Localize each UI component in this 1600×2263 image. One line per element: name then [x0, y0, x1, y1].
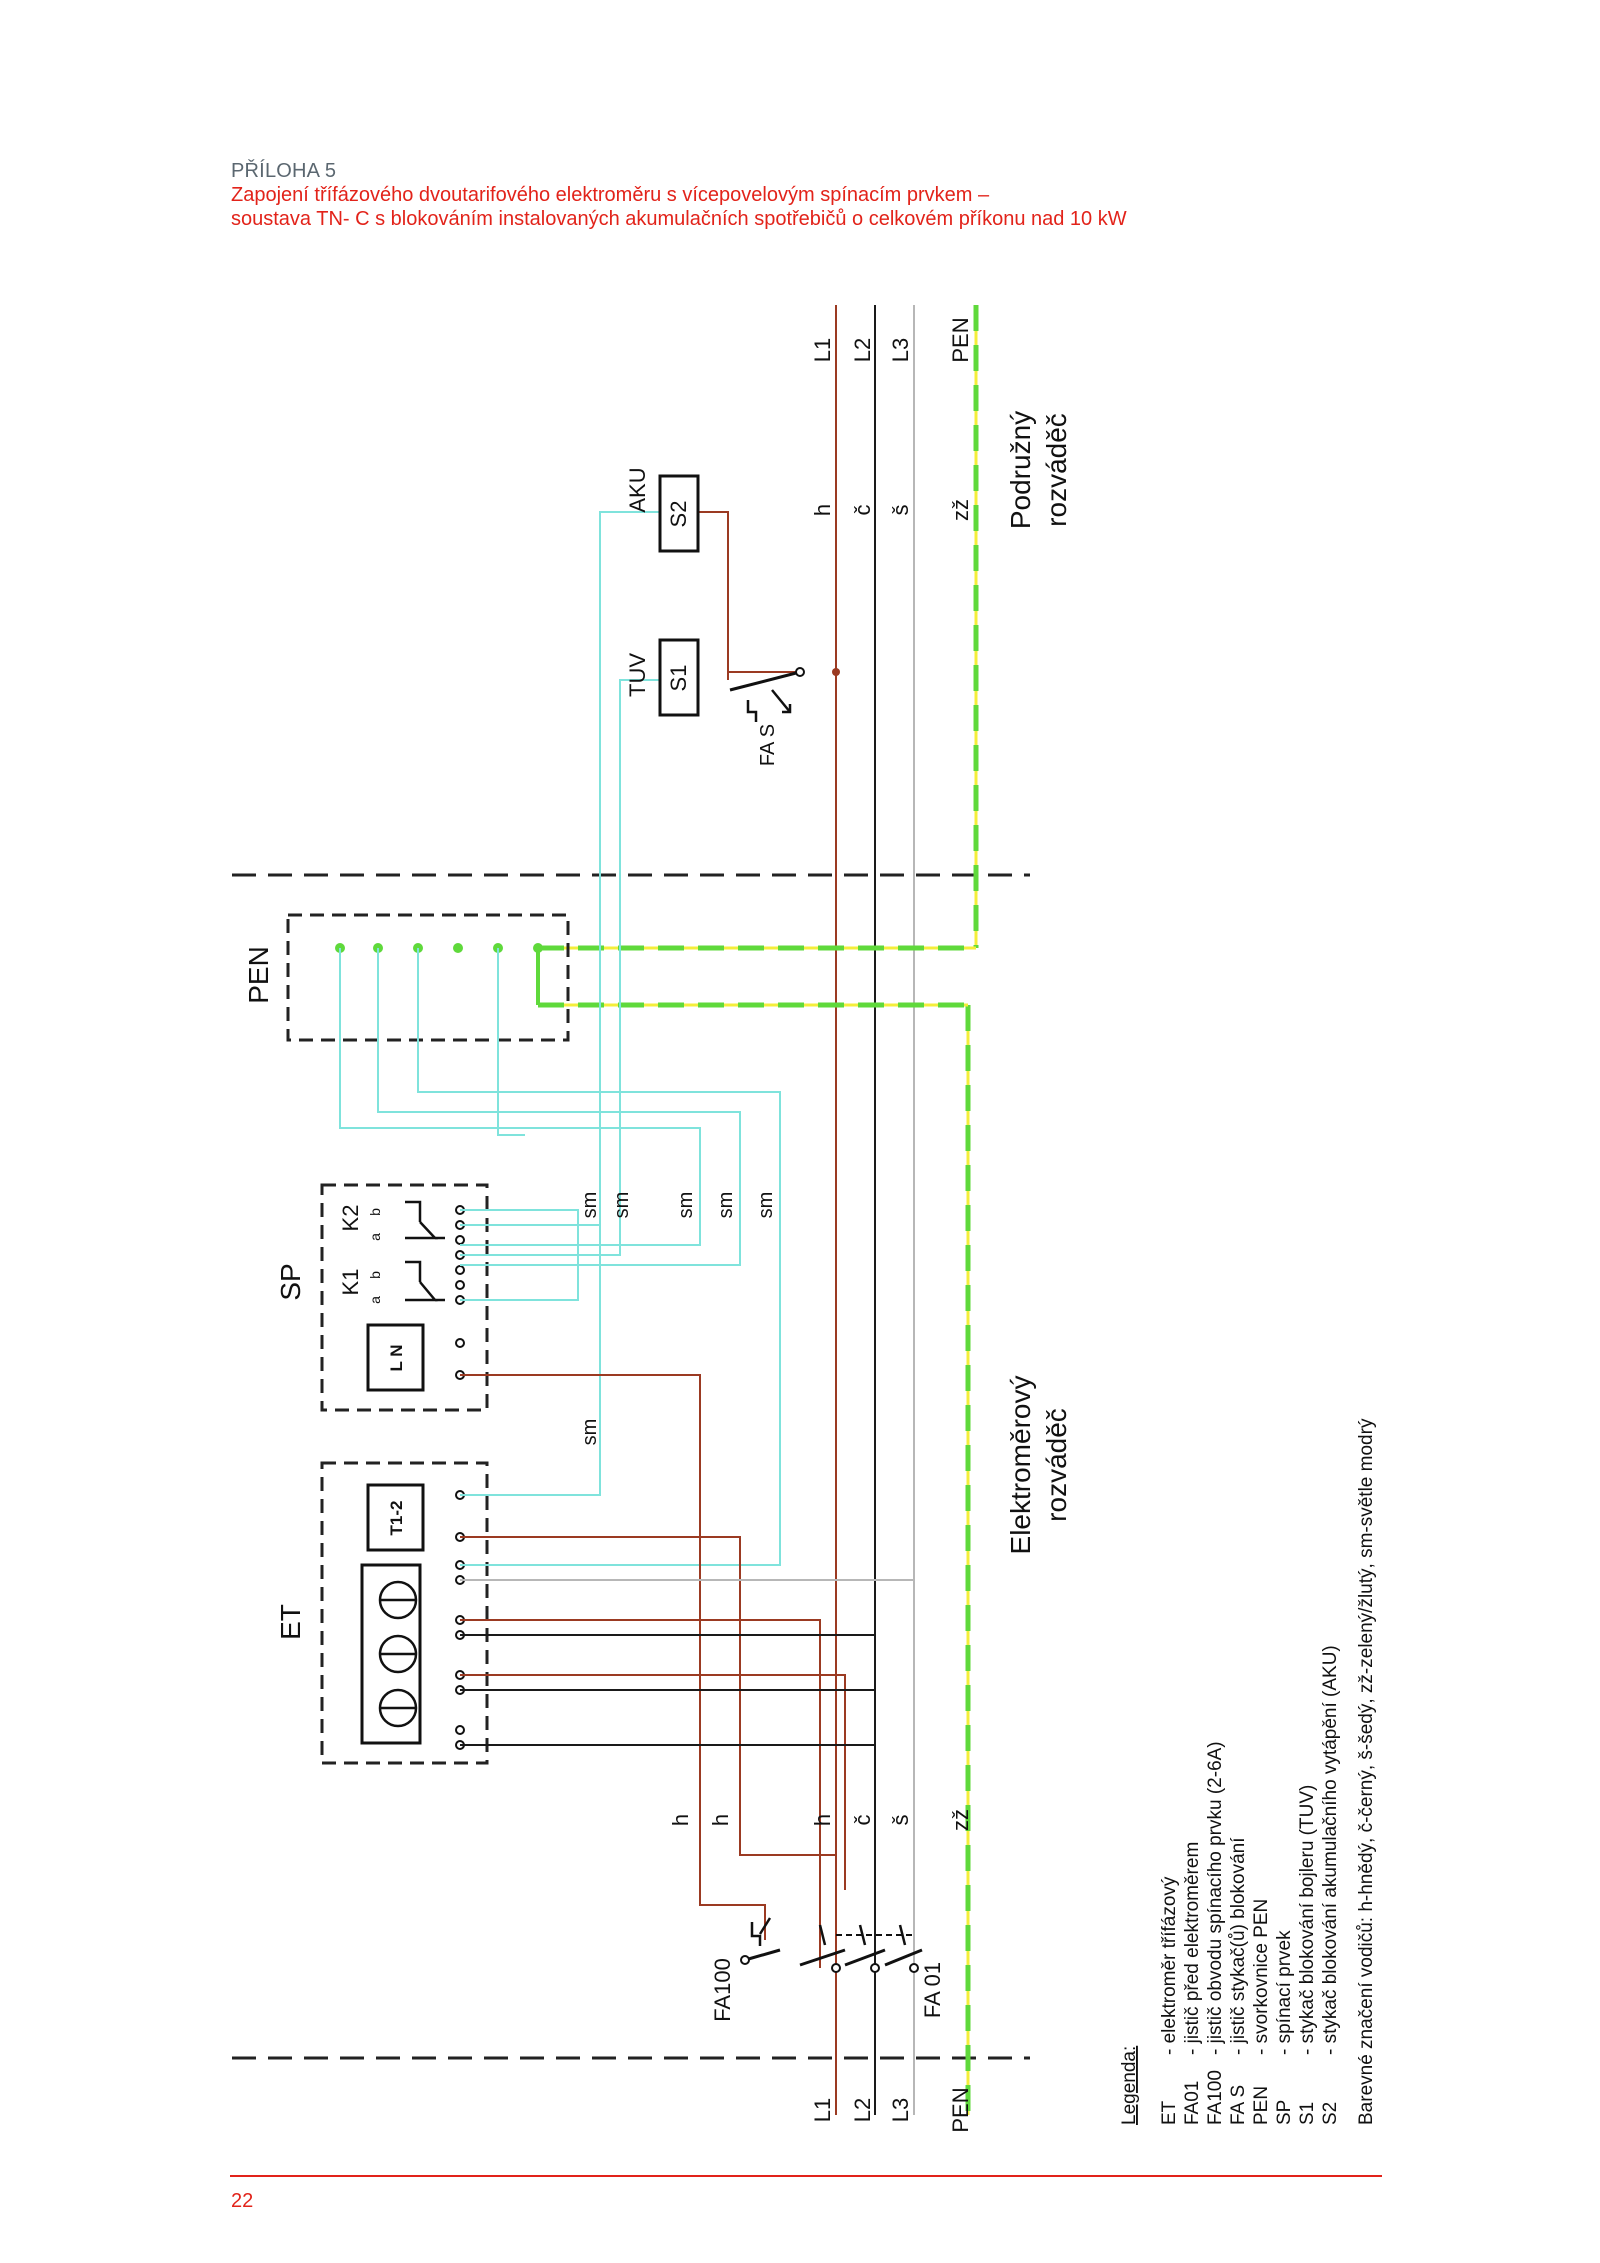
svg-text:SP: SP	[1274, 2100, 1295, 2125]
t12-relay-rect	[366, 1483, 425, 1552]
pen-box-label: PEN	[243, 946, 274, 1004]
contact-symbols	[405, 1200, 445, 1302]
svg-text:S1: S1	[1297, 2102, 1318, 2125]
k2-label: K2	[338, 1205, 363, 1232]
fas-breaker-symbol	[729, 667, 805, 722]
svg-text:sm: sm	[755, 1192, 777, 1219]
svg-text:L2: L2	[850, 2098, 875, 2122]
fa01-label: FA 01	[920, 1962, 945, 2018]
k1-label: K1	[338, 1269, 363, 1296]
fa100-breaker-symbol	[740, 1917, 781, 1965]
svg-text:sm: sm	[715, 1192, 737, 1219]
wire-codes-left: h h h č š zž	[668, 1809, 973, 1831]
svg-text:FA01: FA01	[1182, 2081, 1203, 2125]
svg-text:L1: L1	[810, 2098, 835, 2122]
page-number: 22	[231, 2190, 254, 2212]
svg-text:- stykač blokování akumulačníh: - stykač blokování akumulačního vytápění…	[1320, 1645, 1341, 2055]
svg-text:FA S: FA S	[1228, 2085, 1249, 2125]
svg-text:- elektroměr třífázový: - elektroměr třífázový	[1159, 1876, 1180, 2055]
fa100-label: FA100	[710, 1958, 735, 2022]
black-wires	[460, 1634, 875, 1746]
svg-text:FA100: FA100	[1205, 2070, 1226, 2125]
ln-label: L N	[387, 1344, 406, 1371]
legend: Legenda: ET - elektroměr třífázový FA01 …	[1119, 1418, 1377, 2125]
svg-text:- spínací prvek: - spínací prvek	[1274, 1930, 1295, 2055]
svg-text:b: b	[367, 1271, 383, 1279]
svg-text:PEN: PEN	[1251, 2086, 1272, 2125]
et-label: ET	[275, 1604, 306, 1640]
svg-text:- stykač blokování bojleru (TU: - stykač blokování bojleru (TUV)	[1297, 1785, 1318, 2055]
fas-label: FA S	[757, 724, 779, 766]
sm-labels: sm sm sm sm sm sm	[579, 1192, 777, 1446]
sp-switch-box	[320, 1183, 489, 1412]
color-note: Barevné značení vodičů: h-hnědý, č-černý…	[1356, 1418, 1377, 2125]
podruzny-label-2: rozváděč	[1041, 413, 1072, 527]
svg-text:sm: sm	[675, 1192, 697, 1219]
svg-text:S2: S2	[1320, 2102, 1341, 2125]
title-line-2: soustava TN- C s blokováním instalovanýc…	[231, 208, 1127, 230]
pen-terminal-dots	[335, 943, 543, 953]
svg-text:L2: L2	[850, 338, 875, 362]
meter-inner-rect	[360, 1563, 422, 1745]
s2-label: S2	[666, 501, 691, 528]
t12-label: T1-2	[387, 1501, 406, 1536]
svg-text:č: č	[850, 505, 875, 516]
light-blue-wires	[339, 511, 781, 1581]
phase-labels-right: L1 L2 L3 PEN	[810, 317, 973, 362]
sp-label: SP	[275, 1263, 306, 1300]
svg-text:ET: ET	[1159, 2100, 1180, 2125]
title-line-1: Zapojení třífázového dvoutarifového elek…	[231, 184, 990, 206]
svg-text:zž: zž	[948, 499, 973, 521]
svg-text:h: h	[668, 1814, 693, 1826]
s2-contactor-rect	[658, 474, 700, 553]
bus-pen	[536, 305, 979, 2115]
aku-label: AKU	[625, 467, 650, 512]
svg-text:h: h	[810, 504, 835, 516]
svg-text:PEN: PEN	[948, 317, 973, 362]
tuv-label: TUV	[625, 653, 650, 697]
svg-text:sm: sm	[579, 1192, 601, 1219]
svg-text:- jistič stykač(ů) blokování: - jistič stykač(ů) blokování	[1228, 1837, 1249, 2055]
svg-text:L1: L1	[810, 338, 835, 362]
meter-element-icon	[378, 1580, 418, 1728]
svg-text:zž: zž	[948, 1809, 973, 1831]
elektromerovy-label-1: Elektroměrový	[1005, 1376, 1036, 1555]
brown-wires	[460, 511, 846, 1968]
svg-text:PEN: PEN	[948, 2087, 973, 2132]
terminal-circles	[455, 1205, 465, 1750]
s1-label: S1	[666, 665, 691, 692]
footer-rule	[230, 2175, 1382, 2177]
svg-text:b: b	[367, 1208, 383, 1216]
elektromerovy-label-2: rozváděč	[1041, 1408, 1072, 1522]
svg-text:- jistič obvodu spínacího prvk: - jistič obvodu spínacího prvku (2-6A)	[1205, 1741, 1226, 2055]
podruzny-label-1: Podružný	[1005, 411, 1036, 529]
svg-text:L3: L3	[888, 2098, 913, 2122]
section-label: PŘÍLOHA 5	[231, 160, 337, 182]
ln-rect	[366, 1323, 425, 1392]
pen-terminal-box	[286, 913, 570, 1042]
svg-text:- svorkovnice PEN: - svorkovnice PEN	[1251, 1899, 1272, 2055]
svg-text:sm: sm	[579, 1419, 601, 1446]
l1-junction-dot	[832, 668, 840, 676]
wire-codes-right: h č š zž	[810, 499, 973, 521]
phase-labels-left: L1 L2 L3 PEN	[810, 2087, 973, 2132]
contact-letters: a b a b	[367, 1208, 383, 1304]
svg-text:L3: L3	[888, 338, 913, 362]
fa01-breaker-symbol	[799, 1924, 923, 1973]
svg-text:a: a	[367, 1296, 383, 1304]
s1-contactor-rect	[658, 638, 700, 717]
svg-text:a: a	[367, 1233, 383, 1241]
svg-text:sm: sm	[611, 1192, 633, 1219]
svg-text:š: š	[888, 1815, 913, 1826]
svg-text:š: š	[888, 505, 913, 516]
legend-title: Legenda:	[1119, 2046, 1140, 2125]
svg-text:č: č	[850, 1815, 875, 1826]
svg-text:- jistič před elektroměrem: - jistič před elektroměrem	[1182, 1842, 1203, 2055]
svg-text:h: h	[810, 1814, 835, 1826]
svg-text:h: h	[708, 1814, 733, 1826]
et-meter-box	[320, 1461, 489, 1765]
